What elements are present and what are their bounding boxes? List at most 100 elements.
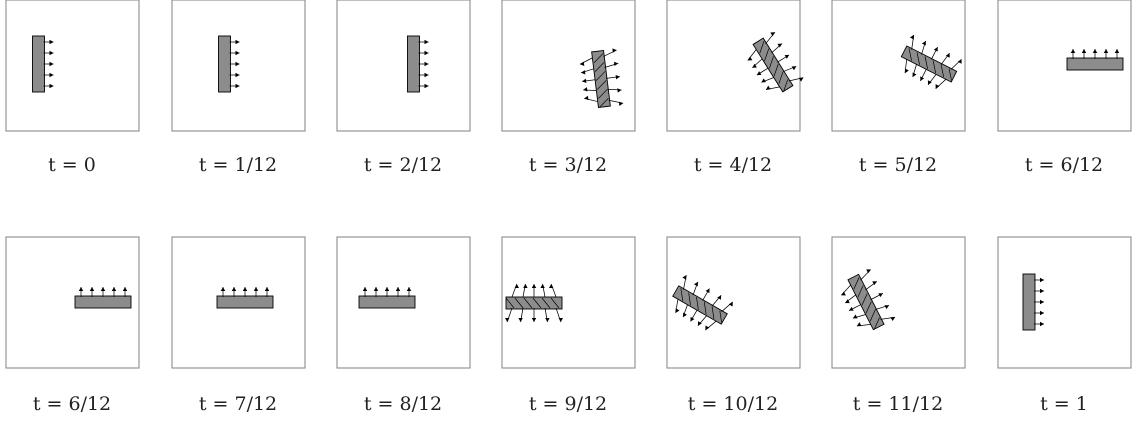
rigid-body	[579, 48, 624, 109]
panel-t9: t = 9/12	[501, 236, 636, 415]
arrow-head	[49, 83, 54, 89]
hatch-line	[593, 53, 604, 63]
arrow-head	[697, 321, 702, 326]
arrow-head	[580, 61, 585, 66]
panel-t2: t = 2/12	[336, 0, 471, 176]
body-rectangle	[358, 295, 416, 309]
hatch-line	[764, 48, 770, 61]
arrow-head	[856, 322, 862, 327]
arrow-head	[904, 68, 909, 74]
arrow-head	[362, 287, 368, 291]
hatch-line	[865, 301, 872, 314]
hatch-line	[711, 306, 715, 319]
arrow-head	[761, 78, 767, 83]
panel-t4: t = 4/12	[666, 0, 804, 176]
arrow-head	[424, 83, 429, 89]
panel-caption: t = 8/12	[364, 393, 442, 415]
hatch-line	[916, 52, 920, 65]
body-rectangle	[1066, 57, 1124, 71]
arrow-head	[505, 318, 510, 322]
hatch-line	[532, 297, 542, 309]
body-rectangle	[32, 35, 45, 93]
hatch-line	[514, 297, 524, 309]
arrow-head	[766, 85, 771, 90]
hatch-line	[773, 63, 779, 77]
hatch-line	[597, 80, 607, 90]
arrow-head	[884, 305, 890, 310]
body-rectangle	[407, 35, 420, 93]
arrow-head	[78, 287, 84, 291]
panel-t10: t = 10/12	[666, 236, 801, 415]
hatch-line	[599, 97, 609, 108]
arrow-head	[683, 312, 687, 318]
panel-frame	[831, 236, 966, 369]
arrow-head	[728, 301, 733, 307]
panel-frame	[501, 0, 636, 132]
arrow-head	[747, 56, 753, 61]
rigid-body	[900, 34, 962, 90]
arrow-head	[242, 287, 248, 291]
arrow-head	[675, 308, 680, 313]
arrow-head	[613, 61, 619, 67]
panel-caption: t = 1/12	[199, 154, 277, 176]
rigid-body	[1022, 273, 1044, 331]
arrow-head	[770, 32, 775, 37]
panel-caption: t = 1	[1040, 393, 1088, 415]
arrow-head	[717, 295, 722, 300]
panel-caption: t = 4/12	[694, 154, 772, 176]
arrow-head	[617, 88, 622, 93]
arrow-head	[798, 77, 804, 82]
rigid-body	[1066, 49, 1124, 71]
body-rectangle	[1022, 273, 1036, 331]
panel-t7: t = 7/12	[171, 236, 306, 415]
hatch-line	[595, 71, 606, 81]
panel-frame	[666, 236, 801, 369]
arrow-head	[424, 61, 429, 67]
arrow-head	[220, 287, 226, 291]
arrow-head	[424, 39, 429, 45]
arrow-head	[1040, 299, 1044, 305]
panel-frame	[997, 236, 1132, 369]
panel-caption: t = 7/12	[199, 393, 277, 415]
panel-caption: t = 10/12	[688, 393, 778, 415]
panel-caption: t = 9/12	[529, 393, 607, 415]
arrow-head	[615, 74, 620, 80]
arrow-head	[540, 284, 545, 288]
hatch-line	[783, 79, 789, 92]
arrow-head	[784, 54, 790, 59]
panel-t5: t = 5/12	[831, 0, 966, 176]
arrow-head	[909, 34, 914, 40]
arrow-head	[49, 50, 54, 56]
rigid-body	[216, 287, 274, 309]
panel-t6-repeat: t = 6/12	[5, 236, 140, 415]
arrow-head	[384, 287, 390, 291]
hatch-line	[948, 68, 953, 82]
arrow-head	[705, 288, 710, 294]
hatch-line	[853, 277, 860, 290]
panel-t8: t = 8/12	[336, 236, 471, 415]
arrow-head	[100, 287, 106, 291]
panel-frame	[171, 0, 306, 132]
rigid-body	[747, 31, 804, 93]
arrow-head	[921, 40, 926, 46]
arrow-head	[1040, 321, 1044, 327]
arrow-head	[49, 72, 54, 78]
arrow-head	[933, 47, 938, 52]
arrow-head	[791, 66, 797, 71]
arrow-head	[424, 50, 429, 56]
arrow-head	[1070, 49, 1076, 53]
panel-t1: t = 1/12	[171, 0, 306, 176]
arrow-head	[545, 318, 550, 322]
arrow-head	[111, 287, 117, 291]
arrow-head	[581, 70, 586, 75]
arrow-head	[1092, 49, 1098, 53]
hatch-line	[696, 297, 699, 310]
panel-t12: t = 1	[997, 236, 1132, 415]
hatch-line	[541, 297, 551, 309]
arrow-head	[945, 53, 950, 58]
panel-caption: t = 3/12	[529, 154, 607, 176]
panel-caption: t = 0	[48, 154, 96, 176]
panel-frame	[336, 0, 471, 132]
arrow-head	[693, 281, 698, 287]
arrow-head	[531, 318, 537, 322]
